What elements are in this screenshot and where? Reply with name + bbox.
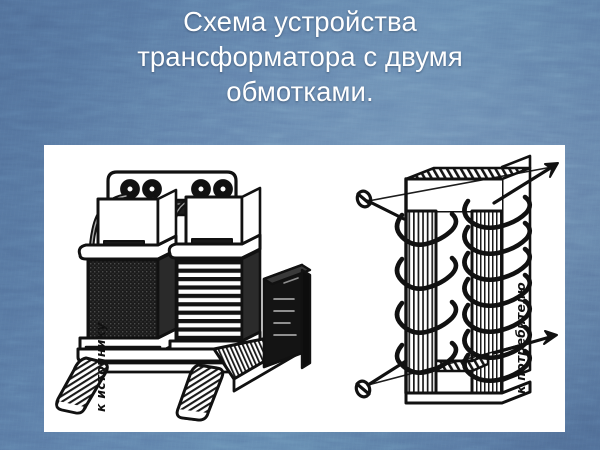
terminal-posts bbox=[120, 179, 233, 199]
primary-winding bbox=[394, 211, 459, 375]
transformer-photo-figure bbox=[55, 170, 312, 422]
label-to-consumer: к потребителю bbox=[513, 282, 528, 394]
secondary-winding bbox=[462, 194, 533, 384]
slide-title: Схема устройства трансформатора с двумя … bbox=[137, 6, 463, 107]
transformer-schematic-figure bbox=[354, 154, 559, 405]
label-to-source: к источнику bbox=[93, 322, 108, 412]
terminal-box bbox=[262, 263, 312, 370]
image-panel: к источнику к потребителю bbox=[44, 145, 565, 432]
